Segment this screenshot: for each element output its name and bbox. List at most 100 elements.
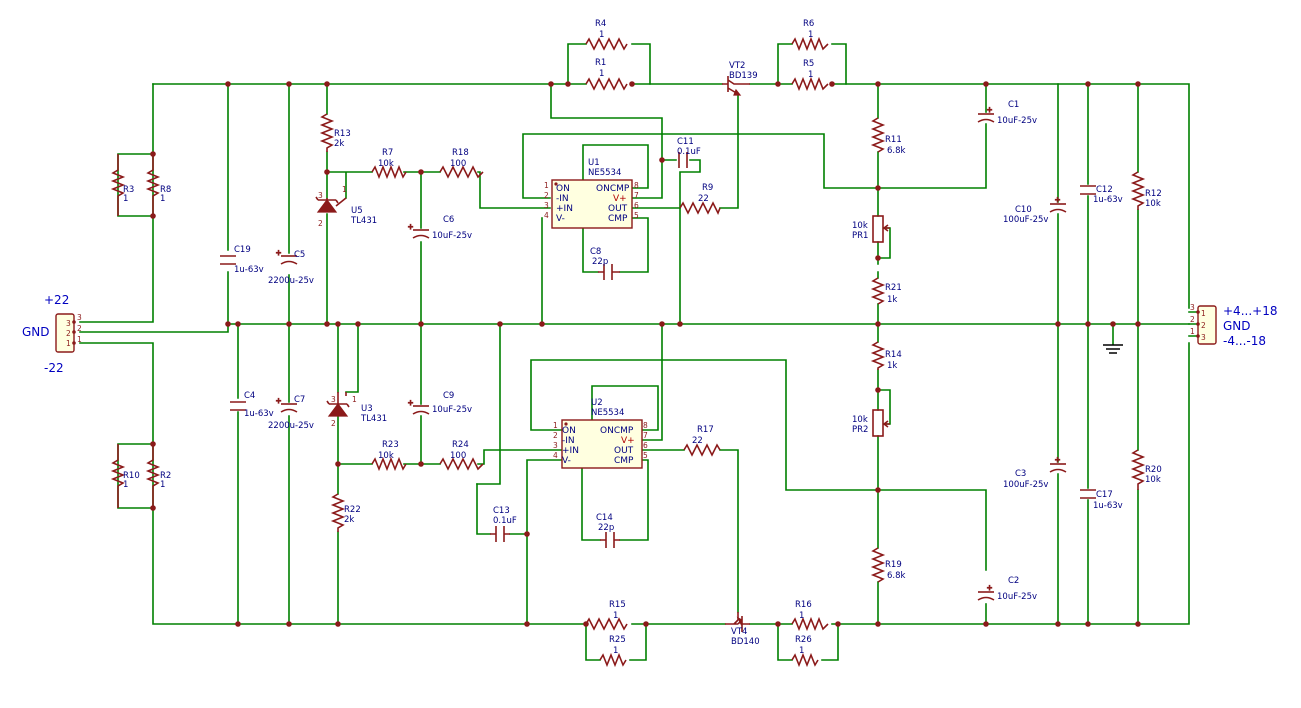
capacitor-c17[interactable]: C17 1u-63v [1080, 489, 1123, 511]
junction [497, 321, 503, 327]
resistor-r5[interactable]: R5 1 [791, 59, 829, 92]
reference-u5[interactable]: 3 1 2 U5 TL431 [315, 185, 377, 228]
wire-top-rail [152, 83, 1190, 309]
resistor-r7[interactable]: R7 10k [371, 148, 407, 180]
cap-ref: C3 [1015, 469, 1026, 479]
cap-value: 2200u-25v [268, 421, 314, 431]
resistor-r18[interactable]: R18 100 [439, 148, 484, 179]
wire-left-bottom [79, 342, 1190, 625]
junction [324, 321, 330, 327]
resistor-r17[interactable]: R17 22 [683, 425, 721, 457]
pot-pr1[interactable]: 10k PR1 [852, 215, 890, 243]
resistor-r15[interactable]: R15 1 [585, 600, 628, 631]
transistor-vt2[interactable]: VT2 BD139 [722, 61, 758, 96]
capacitor-c11[interactable]: C11 0.1uF [677, 137, 701, 168]
resistor-ref: R11 [885, 135, 902, 145]
cap-ref: C5 [294, 250, 305, 260]
pin-number: 5 [634, 211, 639, 220]
connector-bottom-label: -22 [44, 361, 64, 375]
capacitor-c3[interactable]: + C3 100uF-25v [1003, 454, 1067, 490]
capacitor-c9[interactable]: + C9 10uF-25v [407, 391, 472, 415]
transistor-vt4[interactable]: VT4 BD140 [725, 612, 760, 647]
junction [875, 621, 881, 627]
reference-u3[interactable]: 3 1 2 U3 TL431 [326, 392, 387, 428]
pin-number: 3 [1201, 333, 1206, 342]
capacitor-c13[interactable]: C13 0.1uF [490, 506, 517, 542]
cap-value: 10uF-25v [997, 116, 1037, 126]
connector-left[interactable]: 3 2 1 3 2 1 +22 GND -22 [22, 293, 82, 375]
pot-ref: PR1 [852, 231, 868, 241]
capacitor-c6[interactable]: + C6 10uF-25v [407, 215, 472, 241]
resistor-r14[interactable]: R14 1k [870, 341, 902, 371]
wire-u1-v+ [550, 83, 663, 199]
junction [1135, 321, 1141, 327]
cap-ref: C19 [234, 245, 251, 255]
resistor-ref: R25 [609, 635, 626, 645]
resistor-value: 1 [799, 646, 804, 656]
resistor-r4[interactable]: R4 1 [585, 19, 628, 51]
wire-u1-cmp [582, 144, 649, 273]
pin-label: -IN [562, 436, 575, 446]
resistor-r9[interactable]: R9 22 [679, 183, 721, 215]
pin-label: OUT [608, 204, 628, 214]
capacitor-c12[interactable]: C12 1u-63v [1080, 185, 1123, 205]
resistor-r1[interactable]: R1 1 [585, 58, 628, 91]
capacitor-c1[interactable]: + C1 10uF-25v [977, 100, 1037, 126]
resistor-r16[interactable]: R16 1 [791, 600, 829, 632]
capacitor-c5[interactable]: + C5 2200u-25v [268, 247, 314, 286]
opamp-value: NE5534 [588, 168, 621, 178]
resistor-r20[interactable]: R20 10k [1130, 449, 1162, 490]
resistor-r24[interactable]: R24 100 [439, 440, 484, 471]
resistor-r6[interactable]: R6 1 [791, 19, 829, 52]
cap-value: 0.1uF [677, 147, 701, 157]
reference-value: TL431 [350, 216, 377, 226]
resistor-r3[interactable]: R3 1 [110, 154, 134, 216]
capacitor-c7[interactable]: + C7 2200u-25v [268, 395, 314, 431]
junction [835, 621, 841, 627]
capacitor-c19[interactable]: C19 1u-63v [220, 245, 264, 275]
junction [1085, 621, 1091, 627]
pot-pr2[interactable]: 10k PR2 [852, 409, 890, 437]
resistor-value: 100 [450, 159, 466, 169]
resistor-r10[interactable]: R10 1 [110, 444, 140, 508]
cap-ref: C2 [1008, 576, 1019, 586]
plus-icon: + [1055, 195, 1060, 205]
resistor-value: 1 [599, 69, 604, 79]
opamp-u1[interactable]: U1 NE5534 1 2 3 4 ON -IN +IN V- 8 7 6 5 … [544, 158, 639, 229]
junction [1055, 621, 1061, 627]
resistor-r22[interactable]: R22 2k [330, 493, 361, 532]
opamp-u2[interactable]: U2 NE5534 1 2 3 4 ON -IN +IN V- 8 7 6 5 … [553, 398, 648, 469]
connector-right[interactable]: 1 2 3 3 2 1 +4...+18 GND -4...-18 [1190, 303, 1277, 348]
cap-ref: C6 [443, 215, 454, 225]
pin-number: 4 [544, 211, 549, 220]
wire-u3-adj [345, 323, 359, 393]
plus-icon: + [276, 248, 281, 258]
resistor-r12[interactable]: R12 10k [1130, 171, 1162, 210]
capacitor-c4[interactable]: C4 1u-63v [230, 391, 274, 419]
resistor-r19[interactable]: R19 6.8k [870, 547, 906, 583]
pin-number: 1 [544, 181, 549, 190]
capacitor-c10[interactable]: + C10 100uF-25v [1003, 194, 1067, 225]
wire-u2-cmp [581, 385, 659, 541]
capacitor-c8[interactable]: C8 22p [590, 247, 620, 280]
pin-number: 4 [553, 451, 558, 460]
junction [875, 487, 881, 493]
resistor-r2[interactable]: R2 1 [145, 444, 171, 508]
pin-number: 2 [331, 419, 336, 428]
resistor-value: 1 [808, 70, 813, 80]
resistor-r26[interactable]: R26 1 [791, 635, 819, 668]
plus-icon: + [276, 396, 281, 406]
resistor-r21[interactable]: R21 1k [870, 277, 902, 305]
junction [286, 621, 292, 627]
resistor-r25[interactable]: R25 1 [599, 635, 627, 668]
resistor-r13[interactable]: R13 2k [319, 113, 351, 152]
resistor-ref: R8 [160, 185, 171, 195]
capacitor-c14[interactable]: C14 22p [596, 513, 620, 548]
resistor-r11[interactable]: R11 6.8k [870, 117, 906, 156]
wire-r15-r25 [585, 623, 647, 661]
resistor-ref: R14 [885, 350, 902, 360]
resistor-r8[interactable]: R8 1 [145, 154, 171, 216]
resistor-r23[interactable]: R23 10k [371, 440, 407, 472]
junction [875, 255, 881, 261]
capacitor-c2[interactable]: + C2 10uF-25v [977, 576, 1037, 602]
